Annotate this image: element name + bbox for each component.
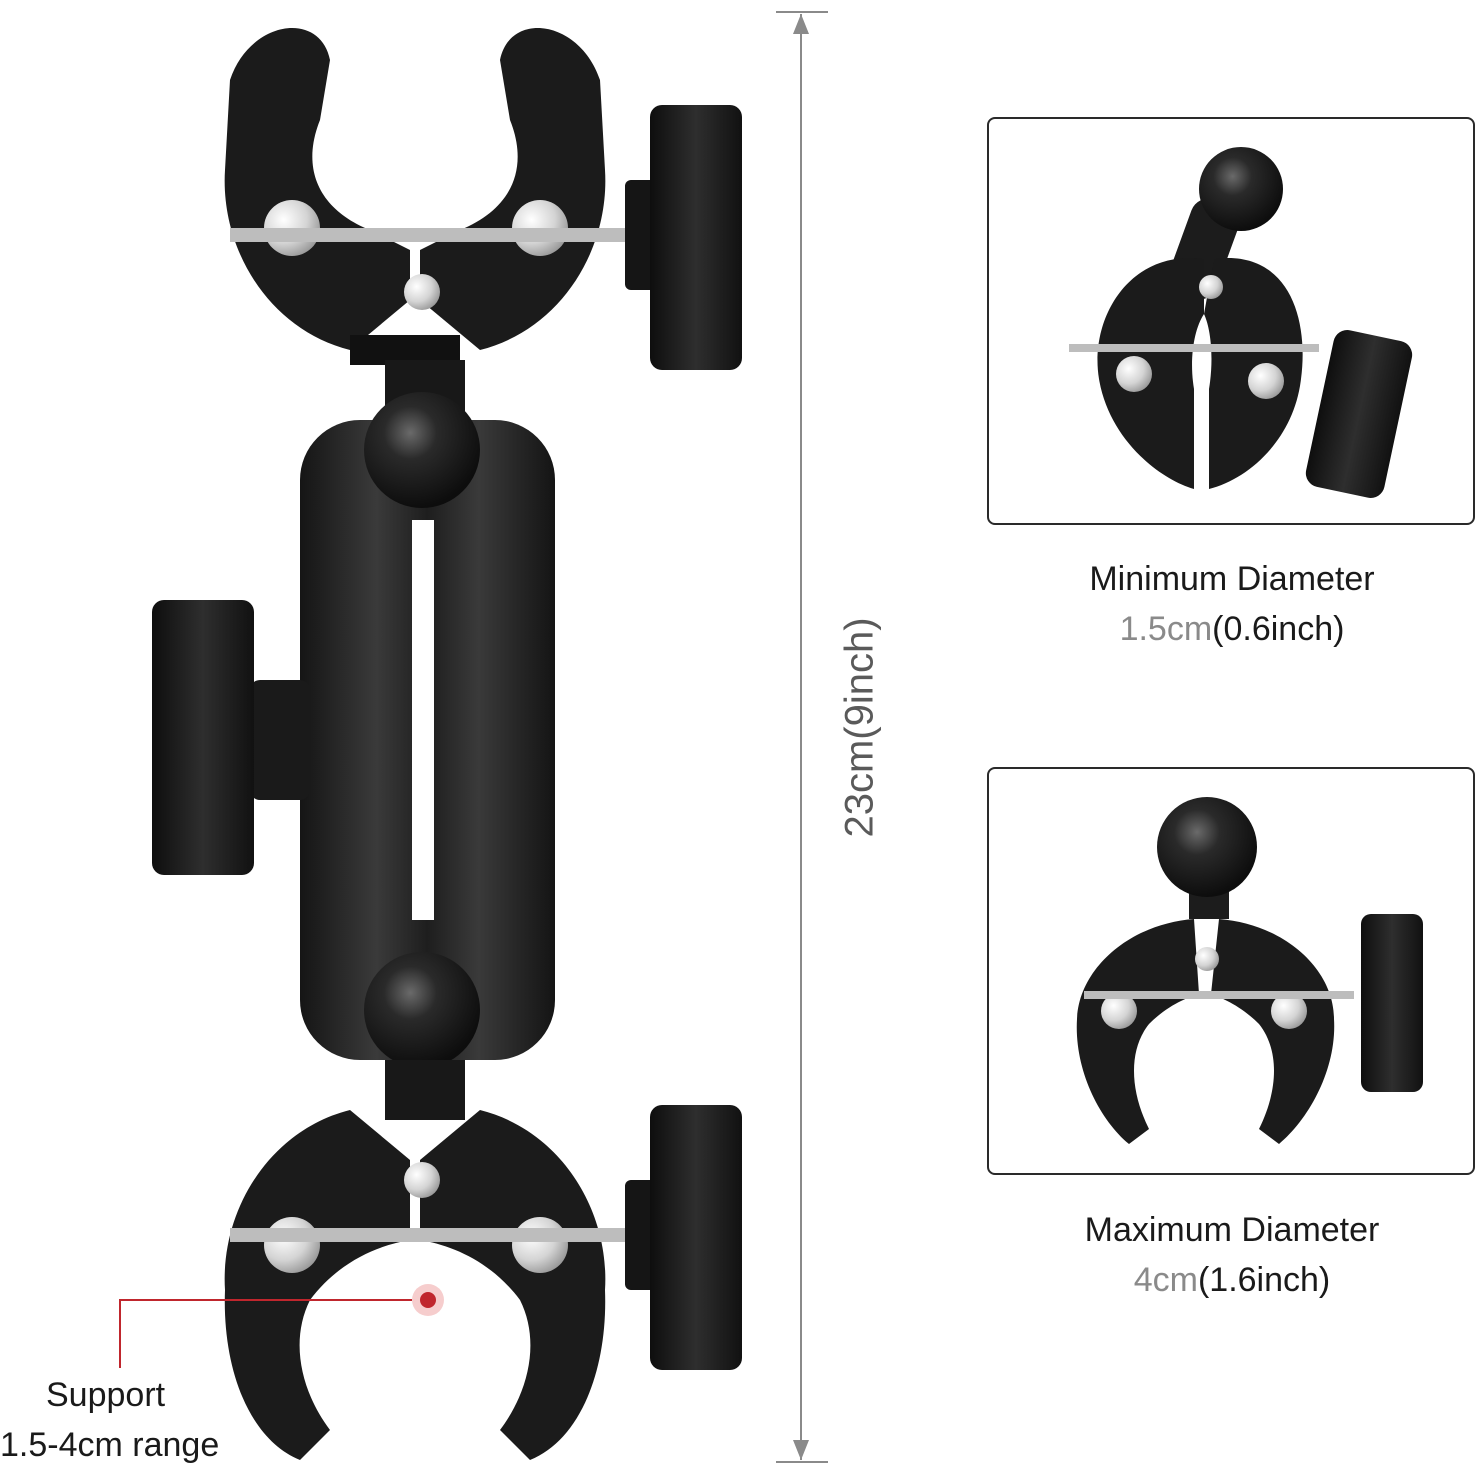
minimum-diameter-value: 1.5cm(0.6inch): [987, 604, 1475, 654]
maximum-diameter-panel: [987, 767, 1475, 1175]
extension-arm: [300, 360, 555, 1120]
support-label-line2: 1.5-4cm range: [0, 1426, 220, 1464]
maximum-diameter-imperial: (1.6inch): [1197, 1261, 1331, 1299]
minimum-diameter-panel: [987, 117, 1475, 525]
support-label-line1: Support: [46, 1376, 166, 1414]
maximum-diameter-metric: 4cm: [1133, 1261, 1198, 1299]
maximum-diameter-title: Maximum Diameter: [1084, 1211, 1380, 1249]
maximum-diameter-caption: Maximum Diameter 4cm(1.6inch): [987, 1205, 1475, 1305]
support-callout-line: [119, 1284, 444, 1368]
top-clamp: [224, 27, 630, 365]
clamp-min-image: [1069, 147, 1413, 498]
minimum-diameter-imperial: (0.6inch): [1212, 610, 1345, 648]
clamp-max-image: [1076, 797, 1423, 1144]
dimension-line: [776, 11, 828, 1463]
top-knob: [625, 105, 742, 370]
bottom-knob: [625, 1105, 742, 1370]
bottom-clamp: [224, 1110, 630, 1460]
minimum-diameter-metric: 1.5cm: [1119, 610, 1213, 648]
minimum-diameter-title: Minimum Diameter: [1089, 560, 1375, 598]
minimum-diameter-caption: Minimum Diameter 1.5cm(0.6inch): [987, 554, 1475, 654]
maximum-diameter-value: 4cm(1.6inch): [987, 1255, 1475, 1305]
arm-knob: [152, 600, 310, 875]
mount-illustration: [119, 11, 828, 1463]
dimension-label: 23cm(9inch): [837, 617, 882, 838]
